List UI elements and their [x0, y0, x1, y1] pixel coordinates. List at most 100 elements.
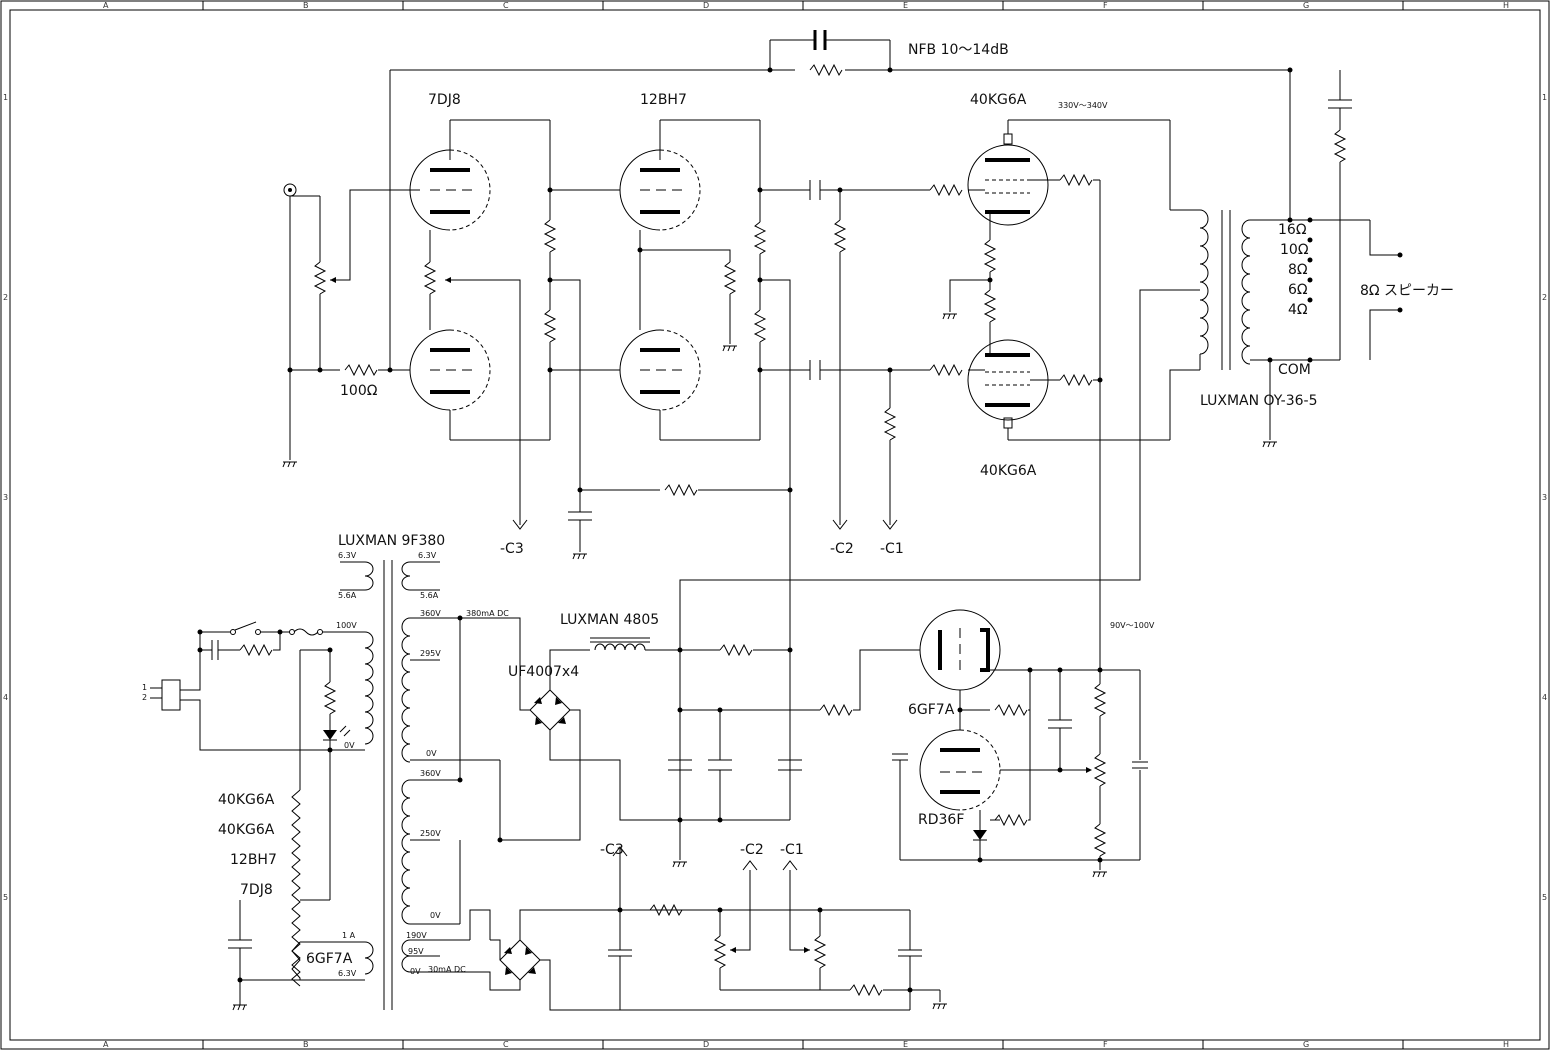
- tube-12bh7: [619, 119, 760, 441]
- output-taps: 16Ω 10Ω 8Ω 6Ω 4Ω COM: [1278, 222, 1311, 378]
- column-label-e-top: E: [903, 1, 908, 10]
- heater-left-voltage: 6.3V: [338, 551, 357, 560]
- bias-190v: 190V: [406, 931, 427, 940]
- row-label-4-right: 4: [1542, 693, 1547, 702]
- output-transformer-label: LUXMAN OY-36-5: [1200, 393, 1318, 409]
- row-label-5-right: 5: [1542, 893, 1547, 902]
- filter-caps: [668, 580, 920, 868]
- hv-rectifier: [457, 615, 790, 924]
- border-column-labels: A A B B C C D D E E F F G G H H: [103, 1, 1509, 1049]
- heater-right-current: 5.6A: [420, 591, 439, 600]
- connector-pin2: 2: [142, 693, 147, 702]
- column-label-b-bottom: B: [303, 1040, 309, 1049]
- choke: [590, 637, 793, 656]
- row-label-1-left: 1: [3, 93, 8, 102]
- heater-tube-1: 40KG6A: [218, 792, 275, 808]
- tube-12bh7-label: 12BH7: [640, 92, 687, 108]
- tap-4-ohm: 4Ω: [1288, 302, 1308, 318]
- secondary-360v-a: 360V: [420, 609, 441, 618]
- heater-6gf7a: [228, 900, 301, 1011]
- tap-10-ohm: 10Ω: [1280, 242, 1309, 258]
- row-label-3-left: 3: [3, 493, 8, 502]
- bias-c3-label: -C3: [500, 541, 524, 557]
- heater-tube-3: 12BH7: [230, 852, 277, 868]
- tube-7dj8: [409, 119, 550, 530]
- heater-tube-labels: 40KG6A 40KG6A 12BH7 7DJ8: [218, 792, 277, 898]
- connector-pin1: 1: [142, 683, 147, 692]
- heater-tube-4: 7DJ8: [240, 882, 273, 898]
- bias-c1-label: -C1: [880, 541, 904, 557]
- nfb-label: NFB 10〜14dB: [908, 42, 1009, 58]
- stage2-loads: [754, 120, 963, 820]
- speaker-label: 8Ω スピーカー: [1360, 283, 1454, 299]
- column-label-f-top: F: [1103, 1, 1108, 10]
- bias-0v: 0V: [410, 967, 421, 976]
- rectifier-label: UF4007x4: [508, 664, 579, 680]
- row-label-2-right: 2: [1542, 293, 1547, 302]
- tap-com: COM: [1278, 362, 1311, 378]
- column-label-c-top: C: [503, 1, 509, 10]
- column-label-d-top: D: [703, 1, 709, 10]
- column-label-g-top: G: [1303, 1, 1309, 10]
- bias-out-c2: -C2: [740, 842, 764, 858]
- row-label-2-left: 2: [3, 293, 8, 302]
- heater-left-current: 5.6A: [338, 591, 357, 600]
- heater2-voltage: 6.3V: [338, 969, 357, 978]
- column-label-g-bottom: G: [1303, 1040, 1309, 1049]
- column-label-e-bottom: E: [903, 1040, 908, 1049]
- row-label-4-left: 4: [3, 693, 8, 702]
- secondary-250v: 250V: [420, 829, 441, 838]
- reg-voltage: 90V〜100V: [1110, 621, 1155, 630]
- primary-100v: 100V: [336, 621, 357, 630]
- tube-rd36f-label: RD36F: [918, 812, 964, 828]
- column-label-d-bottom: D: [703, 1040, 709, 1049]
- row-label-1-right: 1: [1542, 93, 1547, 102]
- column-label-h-bottom: H: [1503, 1040, 1509, 1049]
- column-label-h-top: H: [1503, 1, 1509, 10]
- tube-6gf7a-label: 6GF7A: [908, 702, 955, 718]
- secondary-0v-a: 0V: [426, 749, 437, 758]
- input-jack: [282, 183, 420, 468]
- bias-supply: [469, 846, 948, 1011]
- nfb-network: [389, 30, 1293, 370]
- heater-tube-2: 40KG6A: [218, 822, 275, 838]
- tube-rd36f: [892, 667, 1148, 878]
- column-label-c-bottom: C: [503, 1040, 509, 1049]
- bias-out-c1: -C1: [780, 842, 804, 858]
- column-label-f-bottom: F: [1103, 1040, 1108, 1049]
- mains-input: [150, 621, 351, 987]
- secondary-360v-b: 360V: [420, 769, 441, 778]
- secondary-295v: 295V: [420, 649, 441, 658]
- current-bias: 30mA DC: [428, 965, 466, 974]
- tube-40kg6a-top-label: 40KG6A: [970, 92, 1027, 108]
- bias-out-c3: -C3: [600, 842, 624, 858]
- tube-40kg6a-top: [967, 119, 1170, 240]
- tube-40kg6a-bottom: [967, 322, 1170, 441]
- column-label-a-top: A: [103, 1, 109, 10]
- output-cathode: [942, 180, 1101, 670]
- heater2-current: 1 A: [342, 931, 356, 940]
- column-label-a-bottom: A: [103, 1040, 109, 1049]
- current-hv: 380mA DC: [466, 609, 509, 618]
- bias-c2-label: -C2: [830, 541, 854, 557]
- secondary-0v-b: 0V: [430, 911, 441, 920]
- tube-7dj8-label: 7DJ8: [428, 92, 461, 108]
- power-transformer: [300, 560, 500, 1010]
- tube-6gf7a: [919, 609, 1140, 730]
- heater-right-voltage: 6.3V: [418, 551, 437, 560]
- stage1-loads: [544, 120, 790, 560]
- power-transformer-taps: 6.3V 5.6A 6.3V 5.6A 100V 0V 360V 380mA D…: [336, 551, 509, 978]
- output-transformer: [679, 70, 1403, 820]
- column-label-b-top: B: [303, 1, 309, 10]
- row-label-5-left: 5: [3, 893, 8, 902]
- tap-6-ohm: 6Ω: [1288, 282, 1308, 298]
- input-resistor-label: 100Ω: [340, 383, 378, 399]
- b-plus-voltage: 330V〜340V: [1058, 101, 1108, 110]
- primary-0v: 0V: [344, 741, 355, 750]
- tap-16-ohm: 16Ω: [1278, 222, 1307, 238]
- bias-95v: 95V: [408, 947, 424, 956]
- choke-label: LUXMAN 4805: [560, 612, 659, 628]
